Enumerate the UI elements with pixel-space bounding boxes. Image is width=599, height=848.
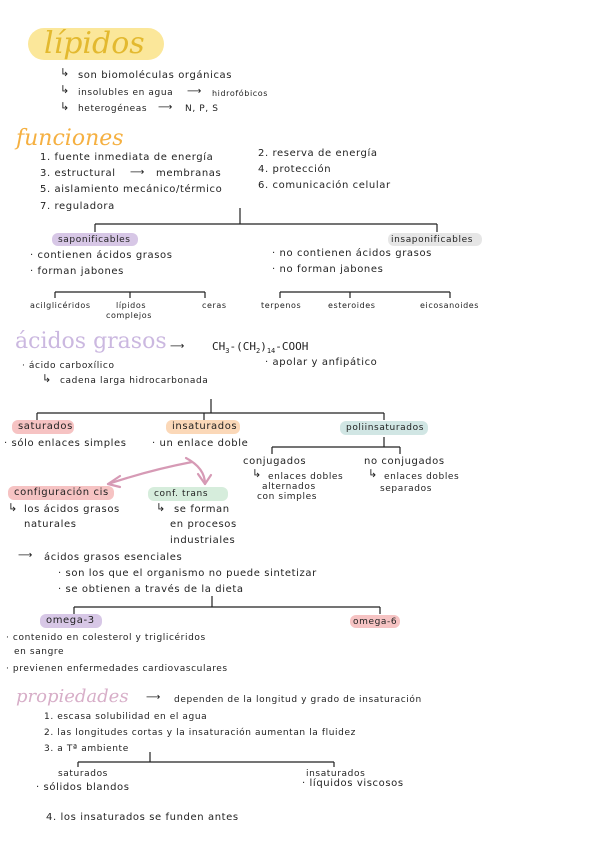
propiedades-insaturados-label: insaturados <box>306 769 366 779</box>
arrow-icon: ↳ <box>156 501 166 514</box>
saponificables-label: saponificables <box>58 235 131 245</box>
conjugados-label: conjugados <box>243 456 307 467</box>
omega6-label: omega-6 <box>353 617 398 627</box>
saponificables-type: complejos <box>106 311 152 320</box>
insaponificables-highlight <box>388 233 482 246</box>
intro-line: heterogéneas <box>78 104 148 114</box>
insaponificables-type: terpenos <box>261 301 302 310</box>
propiedades-heading: propiedades <box>16 686 129 707</box>
esenciales-point: · son los que el organismo no puede sint… <box>58 568 317 579</box>
saturados-point: · sólo enlaces simples <box>4 438 127 449</box>
insaponificables-point: · no contienen ácidos grasos <box>272 248 432 259</box>
conjugados-line: alternados <box>262 482 316 492</box>
saponificables-point: · forman jabones <box>30 266 124 277</box>
saturados-highlight <box>12 420 74 434</box>
propiedades-item: 1. escasa solubilidad en el agua <box>44 712 208 722</box>
saponificables-point: · contienen ácidos grasos <box>30 250 173 261</box>
function-item: 6. comunicación celular <box>258 180 391 191</box>
propiedades-item: 3. a Tª ambiente <box>44 744 129 754</box>
intro-line: son biomoléculas orgánicas <box>78 70 233 81</box>
propiedades-insaturados-point: · líquidos viscosos <box>302 778 404 789</box>
omega3-label: omega-3 <box>46 615 95 626</box>
insaponificables-point: · no forman jabones <box>272 264 384 275</box>
arrow-icon: ↳ <box>368 467 378 480</box>
intro-line: hidrofóbicos <box>212 89 269 98</box>
omega3-line: en sangre <box>14 647 65 657</box>
function-item: 3. estructural <box>40 168 116 179</box>
acidos-right-point: · apolar y anfipático <box>265 357 378 368</box>
function-item: membranas <box>156 168 222 179</box>
right-arrow-icon: ⟶ <box>130 167 145 178</box>
insaponificables-type: esteroides <box>328 301 376 310</box>
arrow-icon: ↳ <box>60 100 70 113</box>
right-arrow-icon: ⟶ <box>170 341 185 352</box>
trans-line: en procesos <box>170 519 237 530</box>
right-arrow-icon: ⟶ <box>146 692 161 703</box>
omega3-line: · previenen enfermedades cardiovasculare… <box>6 664 228 674</box>
function-item: 1. fuente inmediata de energía <box>40 152 214 163</box>
saponificables-type: ceras <box>202 301 227 310</box>
arrow-icon: ↳ <box>8 501 18 514</box>
cis-line: los ácidos grasos <box>24 504 120 515</box>
poliinsaturados-label: poliinsaturados <box>346 423 424 433</box>
saturados-label: saturados <box>18 421 73 432</box>
acidos-heading: ácidos grasos <box>15 329 167 354</box>
no-conjugados-label: no conjugados <box>364 456 445 467</box>
propiedades-saturados-label: saturados <box>58 769 108 779</box>
esenciales-point: · se obtienen a través de la dieta <box>58 584 244 595</box>
no-conjugados-line: separados <box>380 484 432 494</box>
propiedades-item: 2. las longitudes cortas y la insaturaci… <box>44 728 356 738</box>
saponificables-highlight <box>52 233 138 246</box>
trans-line: industriales <box>170 535 236 546</box>
saponificables-type: lípidos <box>116 301 147 310</box>
omega3-highlight <box>40 614 102 628</box>
arrow-icon: ↳ <box>60 66 70 79</box>
propiedades-intro: dependen de la longitud y grado de insat… <box>174 695 422 705</box>
arrow-icon: ↳ <box>42 372 52 385</box>
cis-highlight <box>8 486 114 500</box>
conjugados-line: enlaces dobles <box>268 472 344 482</box>
arrow-icon: ↳ <box>60 83 70 96</box>
function-item: 2. reserva de energía <box>258 148 378 159</box>
arrow-icon: ↳ <box>252 467 262 480</box>
insaturados-point: · un enlace doble <box>152 438 249 449</box>
esenciales-title: ácidos grasos esenciales <box>44 552 183 563</box>
poliinsaturados-highlight <box>340 421 428 435</box>
trans-line: se forman <box>174 504 230 515</box>
right-arrow-icon: ⟶ <box>158 102 173 113</box>
omega6-highlight <box>350 615 400 628</box>
functions-heading: funciones <box>16 126 124 151</box>
insaturados-highlight <box>166 420 240 434</box>
right-arrow-icon: ⟶ <box>18 550 33 561</box>
title-highlight <box>28 28 164 60</box>
intro-line: N, P, S <box>185 104 219 114</box>
trans-highlight <box>148 487 228 501</box>
function-item: 4. protección <box>258 164 332 175</box>
fatty-acid-formula: CH3-(CH2)14-COOH <box>212 340 309 356</box>
right-arrow-icon: ⟶ <box>187 86 202 97</box>
propiedades-saturados-point: · sólidos blandos <box>36 782 130 793</box>
insaponificables-type: eicosanoides <box>420 301 480 310</box>
propiedades-item: 4. los insaturados se funden antes <box>46 812 239 823</box>
function-item: 5. aislamiento mecánico/térmico <box>40 184 223 195</box>
cis-label: configuración cis <box>14 487 109 498</box>
saponificables-type: acilglicéridos <box>30 301 91 310</box>
no-conjugados-line: enlaces dobles <box>384 472 460 482</box>
page-title: lípidos <box>44 26 145 61</box>
omega3-line: · contenido en colesterol y triglicérido… <box>6 633 206 643</box>
trans-label: conf. trans <box>154 489 209 499</box>
acidos-point: · ácido carboxílico <box>22 361 115 371</box>
insaponificables-label: insaponificables <box>391 235 474 245</box>
function-item: 7. reguladora <box>40 201 115 212</box>
insaturados-label: insaturados <box>172 421 238 432</box>
intro-line: insolubles en agua <box>78 88 174 98</box>
conjugados-line: con simples <box>257 492 318 502</box>
cis-line: naturales <box>24 519 77 530</box>
acidos-point: cadena larga hidrocarbonada <box>60 376 209 386</box>
